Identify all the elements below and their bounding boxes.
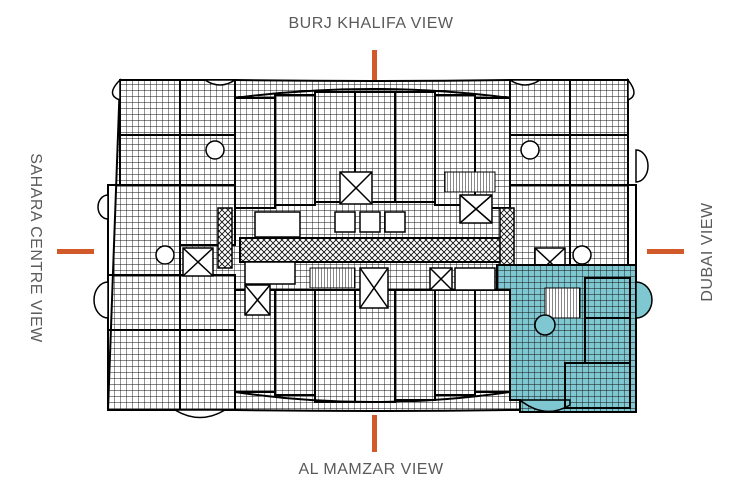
stair <box>309 267 356 289</box>
south-direction-marker <box>372 415 377 452</box>
bay-windows <box>93 77 649 419</box>
west-direction-marker <box>57 249 94 254</box>
north-direction-marker <box>372 50 377 87</box>
elevator-shafts <box>182 171 566 316</box>
view-label-burj-khalifa: BURJ KHALIFA VIEW <box>288 15 454 32</box>
view-label-al-mamzar: AL MAMZAR VIEW <box>298 461 444 478</box>
highlighted-apartment-unit <box>496 264 637 413</box>
east-direction-marker <box>647 249 684 254</box>
stair <box>444 171 496 193</box>
corridor <box>239 237 511 263</box>
tables <box>155 140 592 265</box>
